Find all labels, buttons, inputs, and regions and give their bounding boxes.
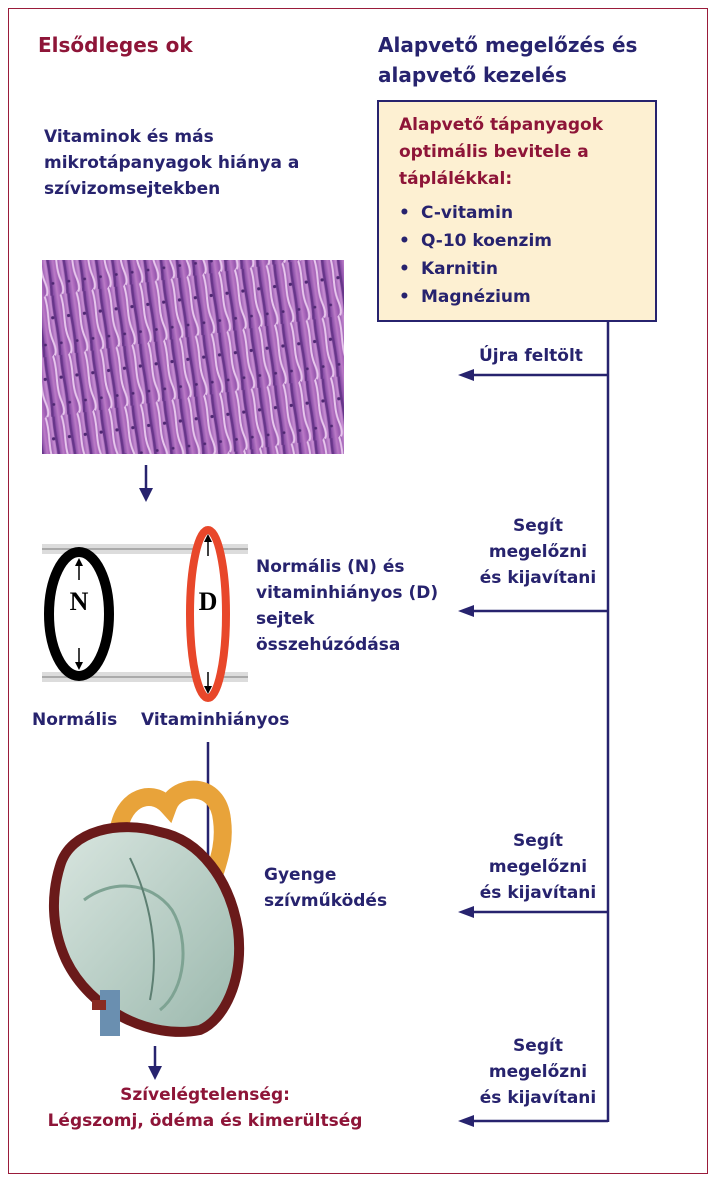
refill-label: Újra feltölt xyxy=(479,343,583,369)
deficient-cell-label: Vitaminhiányos xyxy=(141,707,289,733)
contraction-text: Normális (N) és vitaminhiányos (D) sejte… xyxy=(256,554,438,658)
normal-cell-letter: N xyxy=(70,587,89,616)
outcome-line-2: Légszomj, ödéma és kimerültség xyxy=(20,1108,390,1134)
weak-heart-text: Gyenge szívműködés xyxy=(264,862,387,914)
down-arrow-icon xyxy=(139,465,153,502)
muscle-tissue-image xyxy=(42,260,344,454)
normal-cell-label: Normális xyxy=(32,707,117,733)
outcome-text: Szívelégtelenség: Légszomj, ödéma és kim… xyxy=(20,1082,390,1134)
heart-illustration xyxy=(54,790,239,1036)
outcome-line-1: Szívelégtelenség: xyxy=(20,1082,390,1108)
down-arrow-icon xyxy=(148,1046,162,1080)
deficient-cell-letter: D xyxy=(199,587,218,616)
treatment-connector xyxy=(458,322,608,1127)
